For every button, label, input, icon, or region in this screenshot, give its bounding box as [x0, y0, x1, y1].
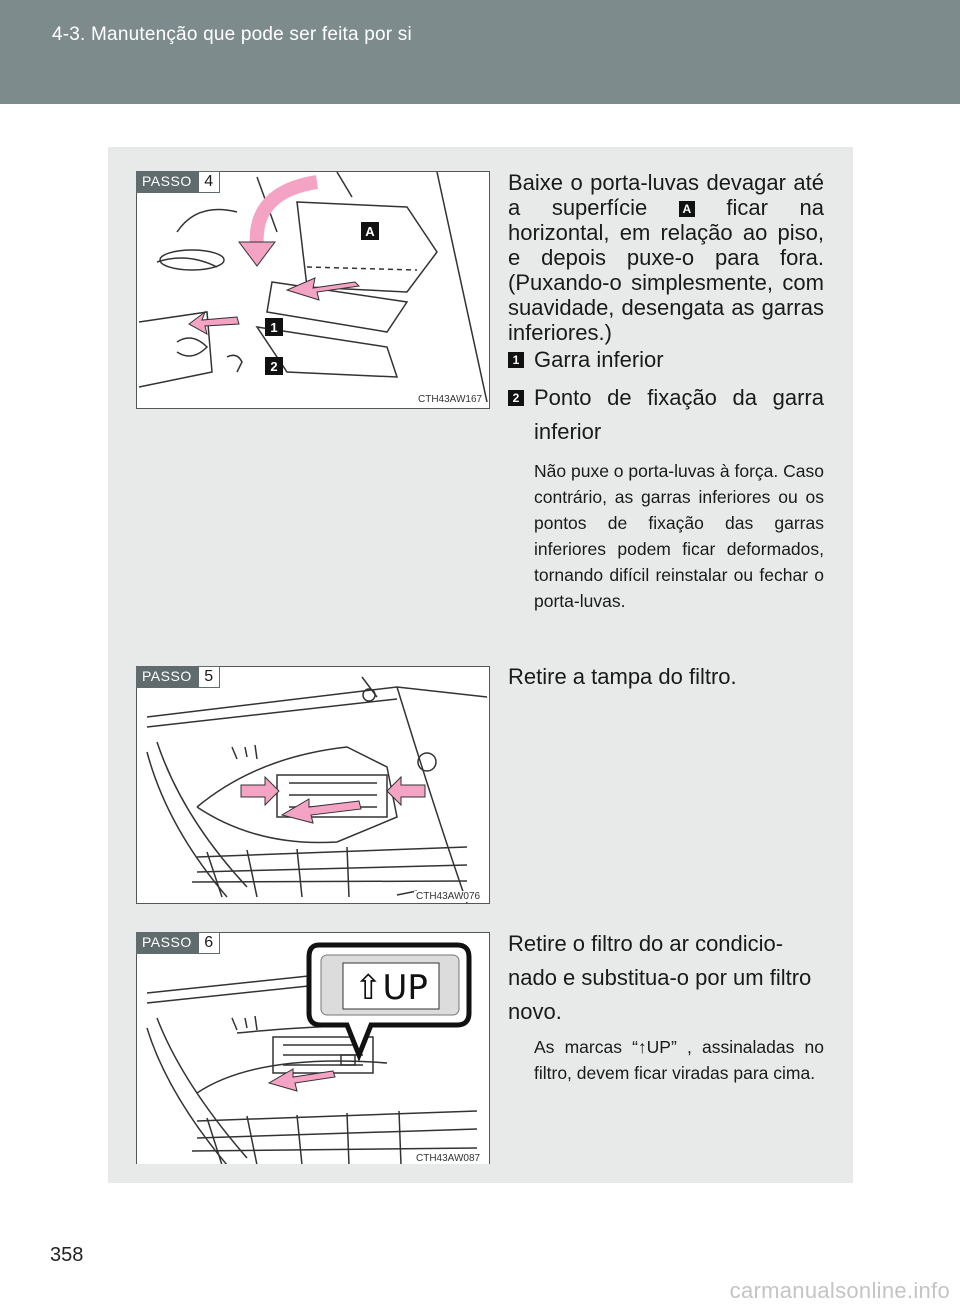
step-4-label: PASSO 4 — [136, 171, 220, 193]
figure-step-6: ⇧UP — [136, 932, 490, 1164]
page-header: 4-3. Manutenção que pode ser feita por s… — [0, 0, 960, 104]
section-title: 4-3. Manutenção que pode ser feita por s… — [52, 24, 412, 45]
item-label: Garra inferior — [534, 347, 664, 372]
list-item: 2 Ponto de fixação da garra inferior — [508, 381, 824, 449]
step-4-instruction: Baixe o porta-luvas devagar até a superf… — [508, 170, 824, 345]
step-6-note: As marcas “↑UP” , assinaladas no filtro,… — [534, 1037, 824, 1083]
step-4-note: Não puxe o porta-luvas à força. Caso con… — [534, 461, 824, 611]
instruction-part-1: Baixe o porta-luvas devagar até a superf… — [508, 170, 824, 220]
passo-text: PASSO — [136, 171, 198, 193]
figure-code: CTH43AW087 — [414, 1152, 483, 1163]
list-item: 1 Garra inferior — [508, 343, 824, 377]
item-label: Ponto de fixação da garra inferior — [534, 385, 824, 444]
step-5-label: PASSO 5 — [136, 666, 220, 688]
figure-step-5 — [136, 666, 490, 904]
step-6-label: PASSO 6 — [136, 932, 220, 954]
badge-2: 2 — [508, 390, 524, 406]
step-number: 6 — [197, 932, 220, 954]
badge-a: A — [678, 201, 695, 217]
passo-text: PASSO — [136, 666, 198, 688]
watermark: carmanualsonline.info — [729, 1278, 950, 1303]
figure-code: CTH43AW167 — [416, 394, 485, 405]
marker-2: 2 — [270, 359, 277, 374]
instruction-part-2: ficar na horizontal, em relação ao piso,… — [508, 195, 824, 345]
marker-1: 1 — [270, 320, 277, 335]
figure-step-4: A 1 2 — [136, 171, 490, 409]
passo-text: PASSO — [136, 932, 198, 954]
badge-1: 1 — [508, 352, 524, 368]
figure-code: CTH43AW076 — [414, 891, 483, 902]
up-callout-label: ⇧UP — [354, 968, 428, 1008]
step-number: 5 — [197, 666, 220, 688]
step-6-instruction: Retire o filtro do ar condicio­nado e su… — [508, 931, 812, 1024]
marker-a: A — [365, 224, 375, 239]
page-number: 358 — [50, 1244, 84, 1266]
step-5-instruction: Retire a tampa do filtro. — [508, 664, 737, 689]
step-number: 4 — [197, 171, 220, 193]
